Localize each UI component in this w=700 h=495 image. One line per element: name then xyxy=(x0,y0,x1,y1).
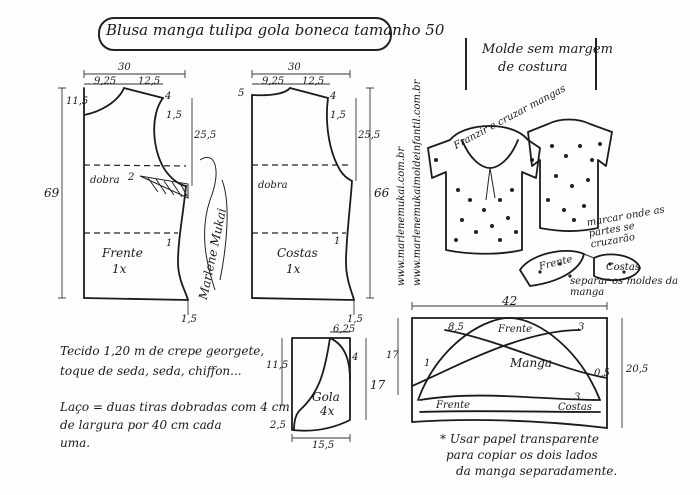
front-fold: dobra xyxy=(90,175,120,186)
laco-line3: uma. xyxy=(60,436,91,450)
back-armhole-depth: 25,5 xyxy=(358,130,381,141)
front-length: 69 xyxy=(44,186,60,200)
sleeve-note-line1: * Usar papel transparente xyxy=(440,432,599,446)
front-name: Frente xyxy=(102,246,143,260)
back-fold: dobra xyxy=(258,180,288,191)
back-waist: 1 xyxy=(334,236,341,247)
signature-scribble xyxy=(199,157,228,291)
front-waist: 1 xyxy=(166,238,173,249)
front-shoulder: 12,5 xyxy=(138,76,161,87)
molde-label-line1: Molde sem margem xyxy=(482,42,613,57)
sleeve-piece xyxy=(397,302,623,429)
sleeve-label-front: Frente xyxy=(498,324,533,335)
fabric-line2: toque de seda, seda, chiffon... xyxy=(60,364,242,378)
back-armhole-mark: 1,5 xyxy=(330,110,346,121)
sleeve-label-frente: Frente xyxy=(436,400,471,411)
sleeve-label-3: 3 xyxy=(578,322,585,333)
front-count: 1x xyxy=(112,262,127,276)
laco-line1: Laço = duas tiras dobradas com 4 cm xyxy=(60,400,290,414)
note-costas: Costas xyxy=(606,262,640,273)
sleeve-mark-05: 0,5 xyxy=(594,368,610,379)
sleeve-width: 42 xyxy=(502,294,518,308)
page-title: Blusa manga tulipa gola boneca tamanho 5… xyxy=(106,21,445,39)
back-shoulder-drop: 4 xyxy=(330,91,337,102)
dots-front xyxy=(434,158,534,242)
sleeve-note-line2: para copiar os dois lados xyxy=(446,448,598,462)
url-line2: www.marlenemukaimoldeinfantil.com.br xyxy=(412,79,423,286)
back-hem: 1,5 xyxy=(347,314,363,325)
molde-label-line2: de costura xyxy=(498,60,568,75)
sleeve-note-line3: da manga separadamente. xyxy=(456,464,618,478)
blouse-back-illustration xyxy=(527,118,613,232)
collar-name: Gola xyxy=(312,390,340,404)
front-neck-drop: 11,5 xyxy=(66,96,89,107)
front-armhole-depth: 25,5 xyxy=(194,130,217,141)
sleeve-label-costas: Costas xyxy=(558,402,592,413)
front-hem: 1,5 xyxy=(181,314,197,325)
sleeve-pieces-illustration xyxy=(519,250,641,287)
front-neck: 9,25 xyxy=(94,76,117,87)
sleeve-right-height: 20,5 xyxy=(626,364,649,375)
front-width: 30 xyxy=(118,62,131,73)
collar-top: 6,25 xyxy=(333,324,356,335)
collar-piece xyxy=(281,331,367,442)
sleeve-left-height: 17 xyxy=(386,350,399,361)
collar-width: 15,5 xyxy=(312,440,335,451)
front-bodice-piece xyxy=(58,70,193,315)
url-line1: www.marlenemukai.com.br xyxy=(396,146,407,286)
back-shoulder: 12,5 xyxy=(302,76,325,87)
back-length: 66 xyxy=(374,186,390,200)
sleeve-label-manga: Manga xyxy=(510,356,553,370)
front-dart: 2 xyxy=(128,172,135,183)
title-frame xyxy=(98,17,392,51)
fabric-line1: Tecido 1,20 m de crepe georgete, xyxy=(60,344,265,358)
sleeve-mark-3: 3 xyxy=(574,392,581,403)
collar-height-left: 11,5 xyxy=(266,360,289,371)
sleeve-label-top-left: 8,5 xyxy=(448,322,464,333)
back-name: Costas xyxy=(277,246,318,260)
collar-bottom-left: 2,5 xyxy=(270,420,286,431)
back-width: 30 xyxy=(288,62,301,73)
back-neck: 9,25 xyxy=(262,76,285,87)
note-separar: separar os moldes da manga xyxy=(570,276,679,298)
sleeve-mark-1: 1 xyxy=(424,358,431,369)
laco-line2: de largura por 40 cm cada xyxy=(60,418,222,432)
collar-count: 4x xyxy=(320,404,335,418)
front-shoulder-drop: 4 xyxy=(165,91,172,102)
collar-height-right: 17 xyxy=(370,378,386,392)
molde-frame xyxy=(465,38,597,90)
collar-side-mark: 4 xyxy=(352,352,359,363)
back-neck-drop: 5 xyxy=(238,88,245,99)
front-armhole-mark: 1,5 xyxy=(166,110,182,121)
back-count: 1x xyxy=(286,262,301,276)
blouse-front-illustration xyxy=(427,125,541,255)
back-bodice-piece xyxy=(251,70,374,315)
